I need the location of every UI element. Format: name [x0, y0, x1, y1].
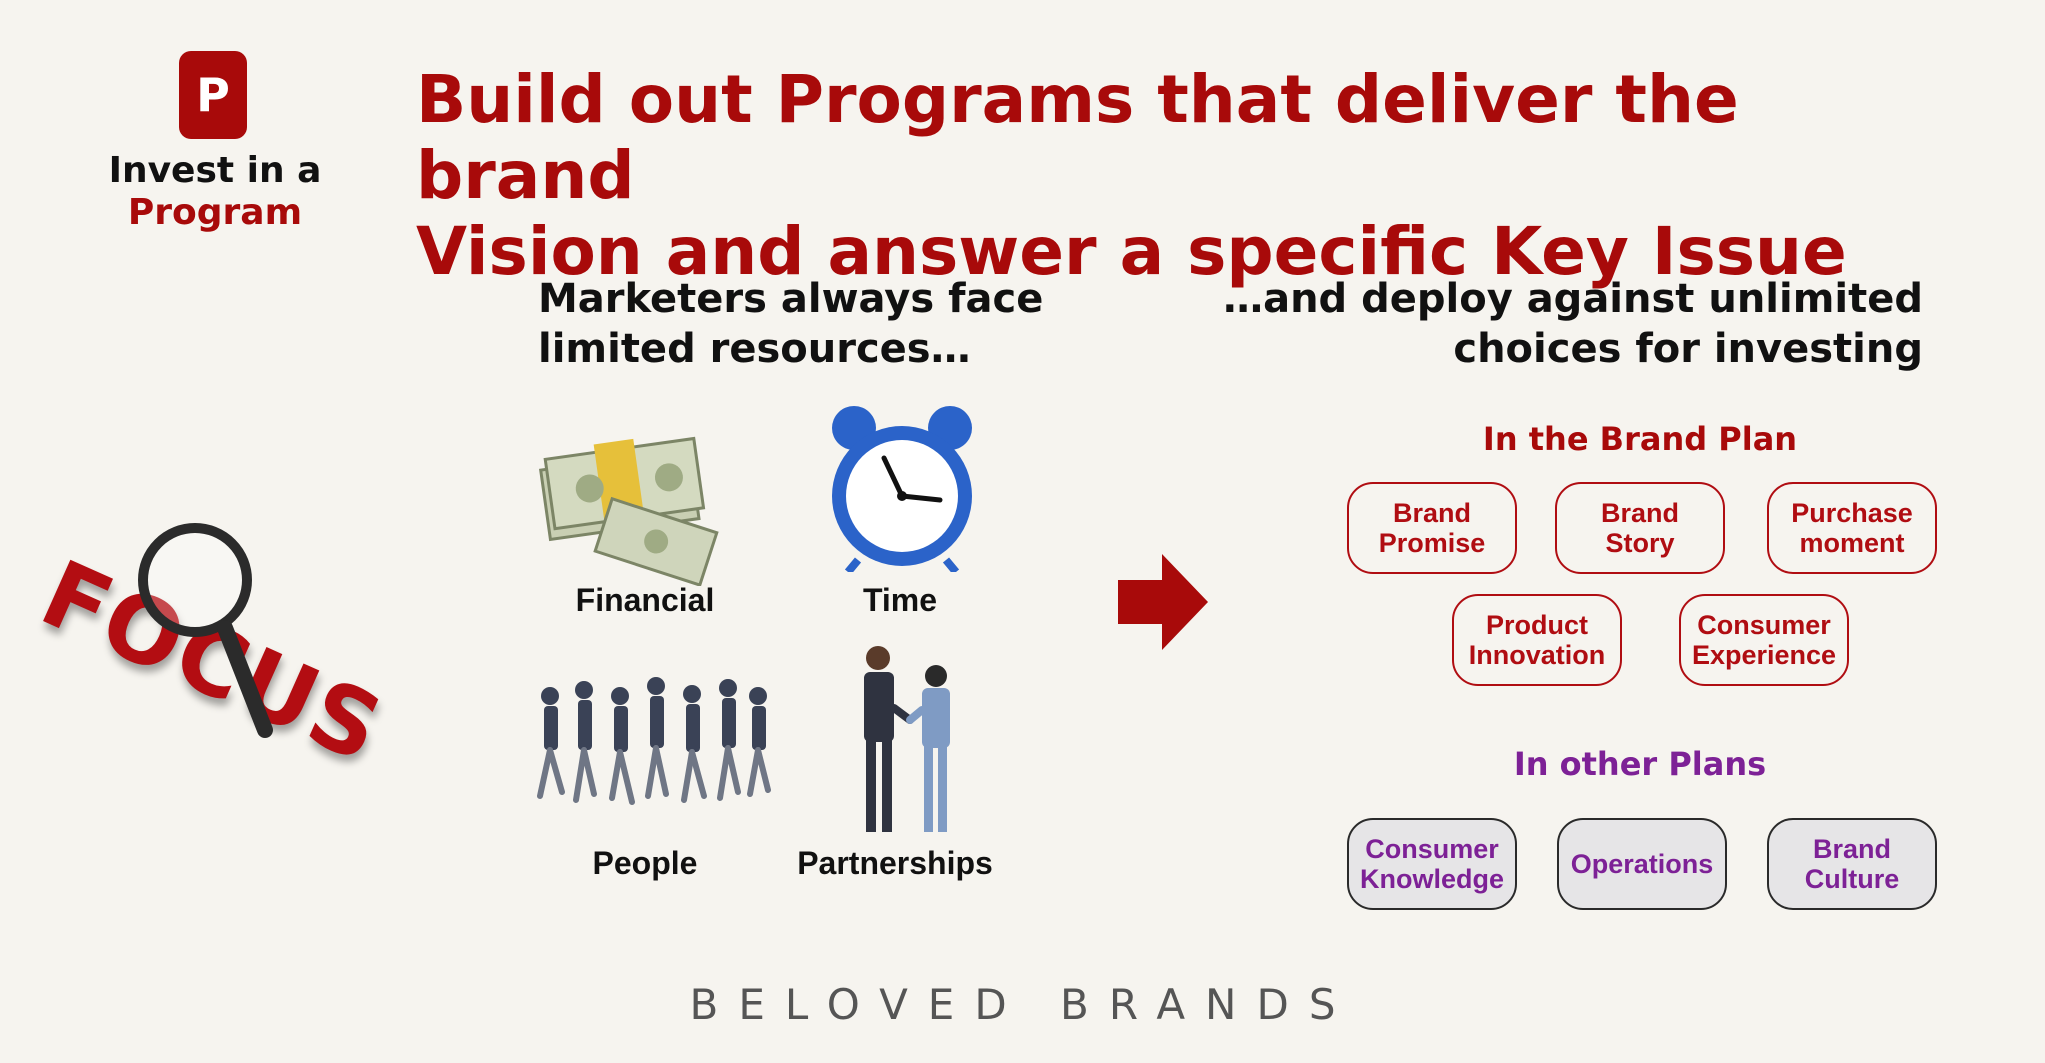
pill-line2: Experience: [1691, 640, 1837, 670]
focus-graphic: FOCUS: [26, 480, 440, 784]
pill-line1: Brand: [1600, 498, 1679, 528]
handshake-icon: [864, 646, 950, 832]
title-line1: Build out Programs that deliver the bran…: [416, 61, 1739, 214]
page-title: Build out Programs that deliver the bran…: [416, 62, 1976, 290]
alarm-clock-icon: [832, 406, 972, 572]
badge-caption-line1: Invest in a: [108, 150, 322, 191]
pill-line1: Brand: [1812, 834, 1891, 864]
jumping-people-icon: [537, 677, 771, 805]
pill-line2: Innovation: [1468, 640, 1606, 670]
brand-plan-heading: In the Brand Plan: [1482, 420, 1798, 458]
pill-line1: Product: [1485, 610, 1588, 640]
money-stack-icon: [538, 436, 719, 586]
pill-line2: Promise: [1378, 528, 1486, 558]
other-plan-item-operations: Operations: [1557, 818, 1727, 910]
right-heading: …and deploy against unlimited choices fo…: [1150, 274, 1923, 374]
left-heading-line1: Marketers always face: [538, 276, 1044, 322]
pill-line2: Culture: [1804, 864, 1900, 894]
pill-line1: Operations: [1570, 849, 1714, 879]
pill-line1: Consumer: [1365, 834, 1499, 864]
pill-line2: Story: [1605, 528, 1675, 558]
pill-line1: Consumer: [1697, 610, 1831, 640]
title-line2: Vision and answer a specific Key Issue: [416, 213, 1847, 290]
pill-line1: Brand: [1392, 498, 1471, 528]
pill-line2: moment: [1799, 528, 1905, 558]
right-heading-line2: choices for investing: [1453, 326, 1923, 372]
badge-caption: Invest in a Program: [90, 150, 340, 234]
magnifying-glass-icon: [138, 523, 273, 738]
resource-label-financial: Financial: [575, 582, 715, 618]
badge-caption-line2: Program: [127, 192, 303, 233]
resource-label-partnerships: Partnerships: [797, 845, 993, 881]
resource-label-time: Time: [862, 582, 938, 618]
left-heading-line2: limited resources…: [538, 326, 971, 372]
right-heading-line1: …and deploy against unlimited: [1223, 276, 1923, 322]
footer-logo: BELOVED BRANDS: [689, 980, 1356, 1029]
right-arrow-icon: [1118, 554, 1208, 650]
resource-label-people: People: [592, 845, 698, 881]
pill-line1: Purchase: [1791, 498, 1913, 528]
pill-line2: Knowledge: [1359, 864, 1504, 894]
other-plans-heading: In other Plans: [1513, 745, 1767, 783]
program-badge-icon: P: [179, 51, 247, 139]
left-heading: Marketers always face limited resources…: [538, 274, 1058, 374]
